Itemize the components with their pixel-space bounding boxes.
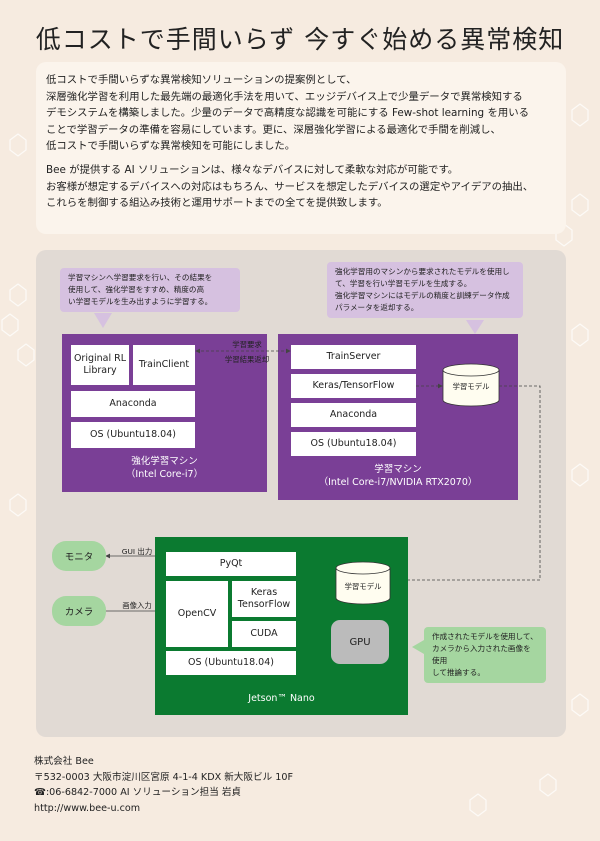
intro-line: Bee が提供する AI ソリューションは、様々なデバイスに対して柔軟な対応が可…	[46, 163, 459, 176]
gui-output-label: GUI 出力	[121, 547, 153, 556]
request-label: 学習要求	[232, 340, 262, 349]
train-client-box: TrainClient	[133, 345, 195, 385]
intro-line: お客様が想定するデバイスへの対応はもちろん、サービスを想定したデバイスの選定やア…	[46, 180, 534, 193]
train-machine-note: 強化学習用のマシンから要求されたモデルを使用し て、学習を行い学習モデルを生成す…	[327, 262, 523, 318]
model-label: 学習モデル	[452, 382, 490, 391]
monitor-box: モニタ	[52, 541, 106, 571]
rl-machine-note: 学習マシンへ学習要求を行い、その結果を 使用して、強化学習をすすめ、精度の高 い…	[60, 268, 240, 312]
note-line: て、学習を行い学習モデルを生成する。	[335, 279, 472, 288]
os-box: OS (Ubuntu18.04)	[291, 432, 416, 456]
phone: ☎:06-6842-7000 AI ソリューション担当 岩貞	[34, 787, 242, 798]
anaconda-box: Anaconda	[291, 403, 416, 427]
train-machine-sublabel: （Intel Core-i7/NVIDIA RTX2070）	[318, 477, 478, 488]
intro-line: デモシステムを構築しました。少量のデータで高精度な認識を可能にする Few-sh…	[46, 107, 530, 120]
os-box: OS (Ubuntu18.04)	[166, 651, 296, 675]
train-machine-label: 学習マシン	[374, 464, 422, 475]
note-line: して推論する。	[432, 668, 485, 677]
jetson-label: Jetson™ Nano	[248, 693, 315, 704]
note-line: 使用して、強化学習をすすめ、精度の高	[68, 285, 205, 294]
note-line: パラメータを返却する。	[335, 303, 419, 312]
rl-machine-label: 強化学習マシン	[131, 456, 198, 467]
note-line: カメラから入力された画像を使用	[432, 644, 531, 665]
jetson-note: 作成されたモデルを使用して、 カメラから入力された画像を使用 して推論する。	[424, 627, 546, 683]
address: 〒532-0003 大阪市淀川区宮原 4-1-4 KDX 新大阪ビル 10F	[34, 771, 293, 783]
company-name: 株式会社 Bee	[34, 756, 94, 767]
note-line: 作成されたモデルを使用して、	[432, 632, 538, 641]
gpu-box: GPU	[331, 620, 389, 664]
intro-line: 低コストで手間いらずな異常検知ソリューションの提案例として、	[46, 74, 357, 86]
website-link[interactable]: http://www.bee-u.com	[34, 802, 141, 814]
intro-paragraph-1: 低コストで手間いらずな異常検知ソリューションの提案例として、 深層強化学習を利用…	[46, 72, 554, 155]
jetson-model-label: 学習モデル	[344, 582, 382, 591]
note-line: 強化学習用のマシンから要求されたモデルを使用し	[335, 267, 510, 276]
os-box: OS (Ubuntu18.04)	[71, 422, 195, 448]
intro-line: 低コストで手間いらずな異常検知を可能にしました。	[46, 140, 296, 153]
keras-tensorflow-box: Keras/TensorFlow	[291, 374, 416, 398]
pyqt-box: PyQt	[166, 552, 296, 576]
camera-box: カメラ	[52, 596, 106, 626]
page-title: 低コストで手間いらず 今すぐ始める異常検知	[35, 25, 565, 54]
rl-machine-sublabel: （Intel Core-i7）	[125, 469, 204, 480]
note-line: 学習マシンへ学習要求を行い、その結果を	[68, 273, 213, 282]
anaconda-box: Anaconda	[71, 391, 195, 417]
note-line: い学習モデルを生み出すように学習する。	[68, 297, 213, 306]
original-rl-library-box: Original RL Library	[71, 345, 129, 385]
opencv-box: OpenCV	[166, 581, 228, 647]
intro-line: 深層強化学習を利用した最先端の最適化手法を用いて、エッジデバイス上で少量データで…	[46, 90, 523, 103]
cuda-box: CUDA	[232, 621, 296, 647]
intro-line: これらを制御する組込み技術と運用サポートまでの全てを提供致します。	[46, 197, 388, 210]
intro-text: 低コストで手間いらずな異常検知ソリューションの提案例として、 深層強化学習を利用…	[36, 62, 566, 234]
intro-paragraph-2: Bee が提供する AI ソリューションは、様々なデバイスに対して柔軟な対応が可…	[46, 162, 554, 212]
intro-line: ことで学習データの準備を容易にしています。更に、深層強化学習による最適化で手間を…	[46, 123, 501, 136]
footer: 株式会社 Bee 〒532-0003 大阪市淀川区宮原 4-1-4 KDX 新大…	[34, 754, 293, 816]
train-server-box: TrainServer	[291, 345, 416, 369]
image-input-label: 画像入力	[122, 601, 152, 610]
keras-tensorflow-box: Keras TensorFlow	[232, 581, 296, 617]
note-line: 強化学習マシンにはモデルの精度と訓練データ作成	[335, 291, 510, 300]
result-label: 学習結果返却	[224, 355, 270, 364]
